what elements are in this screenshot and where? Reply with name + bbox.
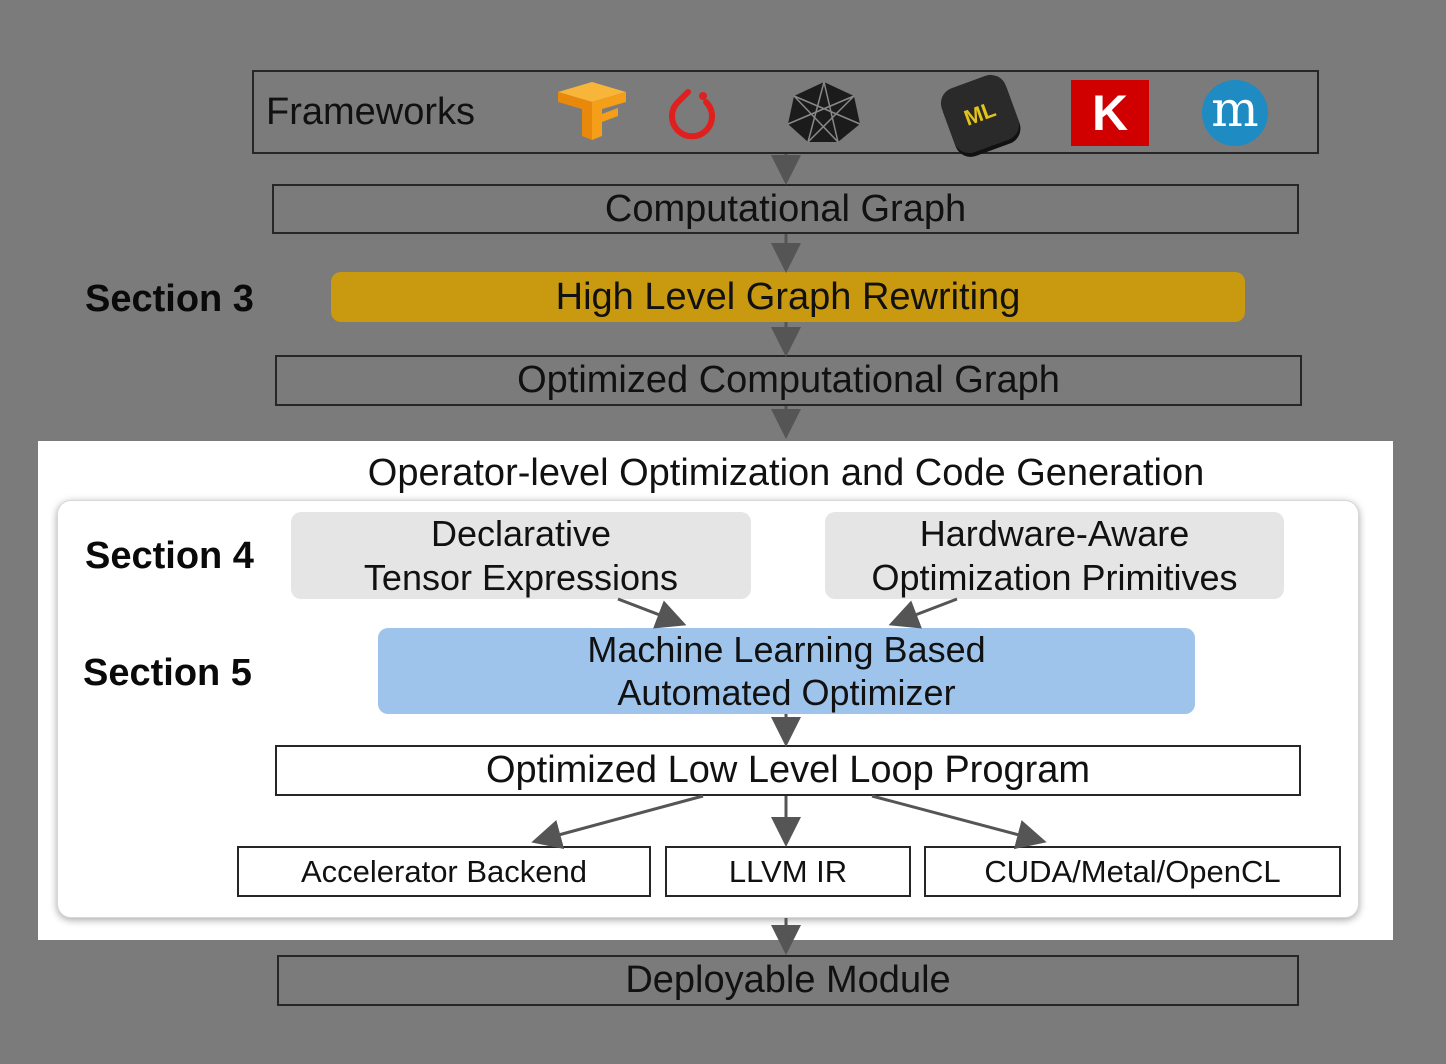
loop-program-node: Optimized Low Level Loop Program: [275, 745, 1301, 796]
keras-icon: K: [1071, 80, 1149, 146]
cuda-metal-opencl-node: CUDA/Metal/OpenCL: [924, 846, 1341, 897]
optimized-graph-node: Optimized Computational Graph: [275, 355, 1302, 406]
accelerator-backend-node: Accelerator Backend: [237, 846, 651, 897]
deployable-module-node: Deployable Module: [277, 955, 1299, 1006]
section-4-label: Section 4: [85, 535, 254, 577]
computational-graph-node: Computational Graph: [272, 184, 1299, 234]
ml-automated-optimizer-node: Machine Learning Based Automated Optimiz…: [378, 628, 1195, 714]
hardware-aware-primitives-node: Hardware-Aware Optimization Primitives: [825, 512, 1284, 599]
llvm-ir-node: LLVM IR: [665, 846, 911, 897]
declarative-tensor-expressions-node: Declarative Tensor Expressions: [291, 512, 751, 599]
section-5-label: Section 5: [83, 652, 252, 694]
section-3-label: Section 3: [85, 278, 254, 320]
tensorflow-icon: [558, 82, 626, 140]
frameworks-label: Frameworks: [266, 90, 476, 133]
graph-rewriting-node: High Level Graph Rewriting: [331, 272, 1245, 322]
pytorch-icon: [669, 89, 715, 140]
operator-level-title: Operator-level Optimization and Code Gen…: [367, 452, 1205, 494]
onnx-icon: [787, 81, 861, 143]
mxnet-icon: m: [1202, 80, 1268, 146]
